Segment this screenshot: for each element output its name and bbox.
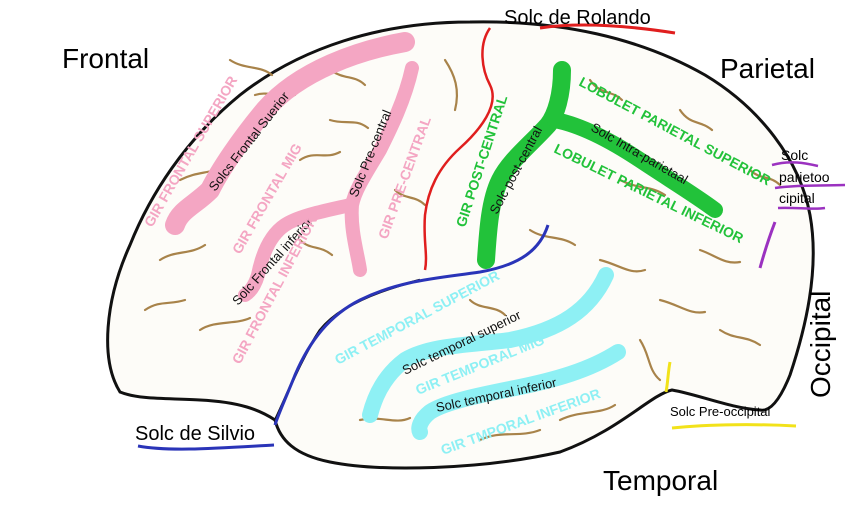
brain-outline: [106, 20, 815, 470]
solcs-frontal-superior-stroke: [165, 32, 415, 235]
silvio-label-underline: [137, 443, 275, 451]
parietal-strokes: [477, 61, 723, 269]
parieto-occipital-underline-2: [774, 183, 846, 190]
lobe-label-temporal: Temporal: [603, 465, 718, 496]
solc-temporal-inferior-stroke: [411, 344, 626, 440]
solc-post-central-stroke: [477, 61, 571, 269]
label-solc-de-rolando: Solc de Rolando: [504, 7, 651, 29]
label-solc-pre-occipital: Solc Pre-occipital: [670, 404, 771, 419]
label-solc-parieto-occipital-2: parietoo: [779, 169, 830, 185]
label-solc-parieto-occipital-1: Solc: [781, 147, 808, 163]
label-solc-parieto-occipital-3: cipital: [779, 190, 815, 206]
solc-frontal-inferior-stroke: [238, 198, 357, 302]
silvio-line: [273, 224, 550, 426]
sulcus-texture: [143, 58, 782, 442]
lobe-label-frontal: Frontal: [62, 43, 149, 74]
parieto-occipital-underline-1: [771, 161, 819, 168]
parieto-occipital-line: [758, 221, 777, 269]
frontal-strokes: [165, 32, 419, 302]
lobe-label-occipital: Occipital: [805, 291, 836, 398]
parieto-occipital-underline-3: [777, 206, 826, 210]
rolando-label-underline: [539, 23, 676, 35]
lobe-label-parietal: Parietal: [720, 53, 815, 84]
rolando-line: [423, 27, 494, 271]
pre-occipital-underline: [671, 423, 797, 430]
temporal-strokes: [362, 267, 626, 440]
solc-temporal-superior-stroke: [362, 267, 614, 423]
label-solc-de-silvio: Solc de Silvio: [135, 423, 255, 445]
solc-intra-parietal-stroke: [547, 112, 723, 218]
pre-occipital-line: [664, 361, 672, 393]
solc-pre-central-stroke: [344, 61, 419, 277]
